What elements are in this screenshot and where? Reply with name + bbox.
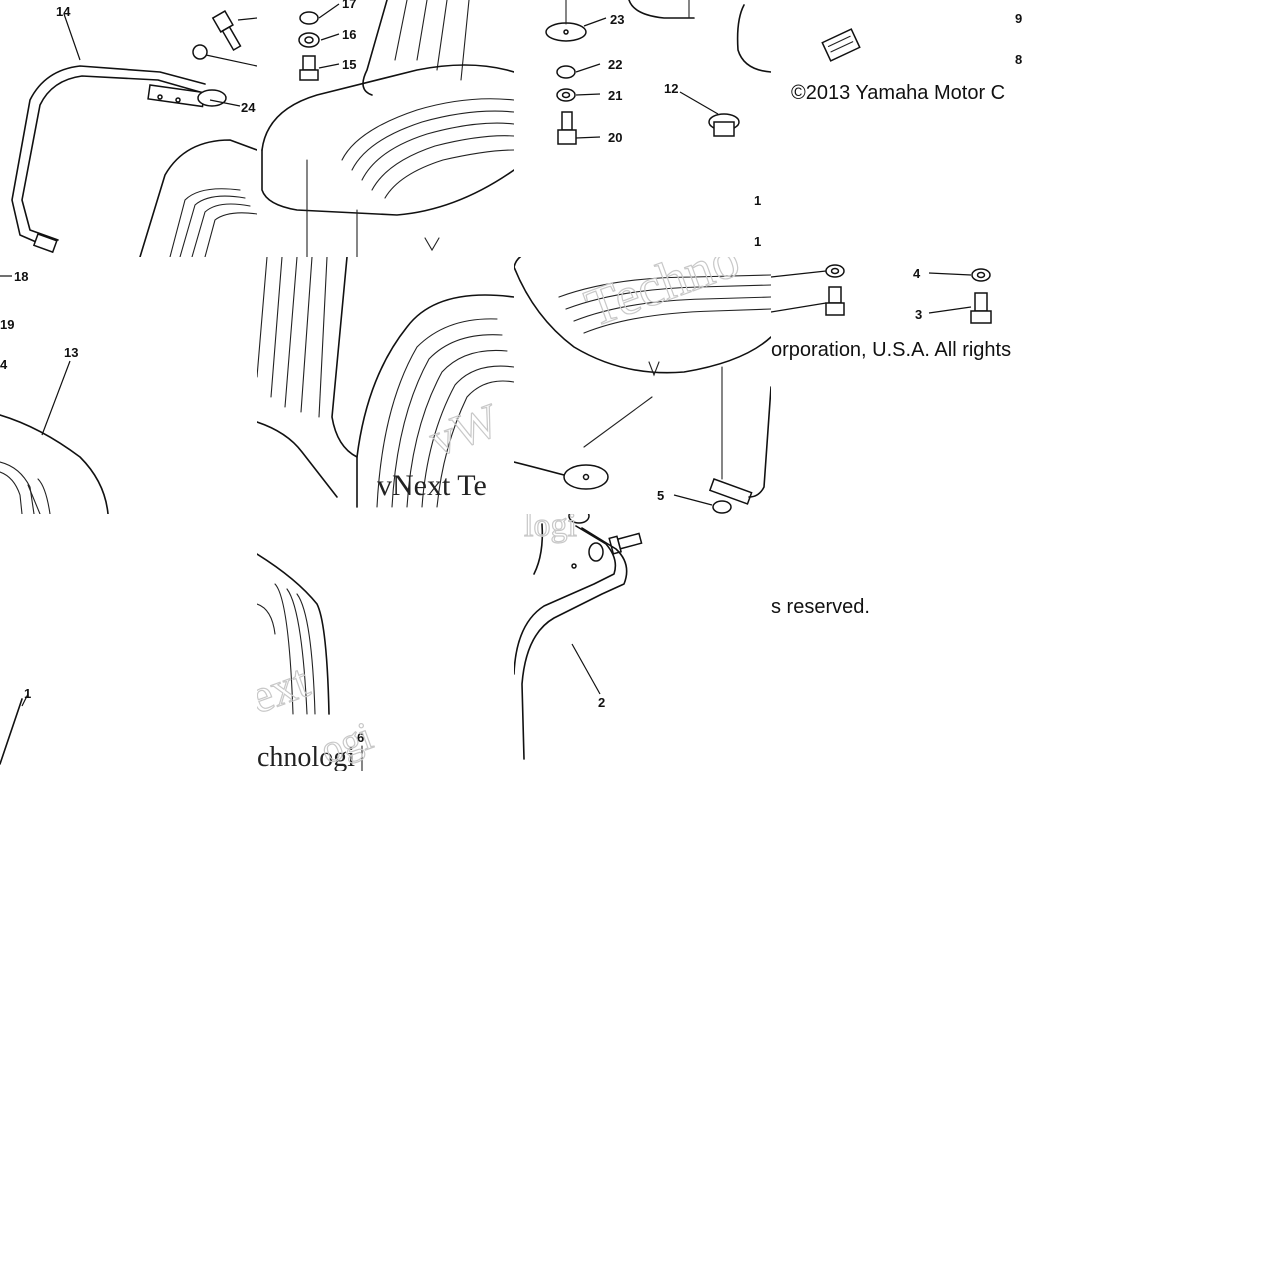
svg-text:vW: vW [423,394,507,468]
seat-back [362,0,388,96]
callout-17: 17 [342,0,356,11]
seat-back-13 [0,414,109,514]
plate-23 [545,22,587,42]
plate-part [563,464,609,490]
callout-20: 20 [608,130,622,145]
bolt-part-2 [608,532,643,555]
diagram-tile-g: 5 Techno [514,257,771,514]
callout-4a: 4 [0,357,8,372]
callout-5: 5 [657,488,664,503]
callout-18: 18 [14,269,28,284]
diagram-tile-h: 4 3 orporation, U.S.A. All rights [771,257,1028,514]
bolt-15 [299,55,319,81]
diagram-tile-f: vNext Te vW [257,257,514,514]
washer-21 [556,88,576,102]
watermark-ext: ext [257,654,316,724]
watermark-vnext: vNext Te [377,469,487,502]
callout-19: 19 [0,317,14,332]
bolt-11 [825,286,845,316]
svg-text:1: 1 [754,234,761,249]
seat-back-left [331,257,358,458]
nut-part [568,514,590,524]
seat-front [514,266,771,374]
watermark-chnologi: chnologi [257,742,355,771]
callout-13: 13 [64,345,78,360]
callout-4b: 4 [913,266,921,281]
clip-part [821,28,861,62]
copyright-text-2: orporation, U.S.A. All rights [771,339,1012,361]
diagram-tile-k: 2 logi [514,514,771,771]
callout-23: 23 [610,12,624,27]
diagram-tile-l: s reserved. [771,514,1028,771]
diagram-tile-e: 18 19 4 13 [0,257,257,514]
diagram-tile-a: 14 24 [0,0,257,257]
diagram-tile-c: 23 22 21 20 12 1 1 [514,0,771,257]
nut-22 [556,65,576,79]
svg-text:1: 1 [754,193,761,208]
grommet-12 [708,113,740,137]
grab-bar-14 [11,65,206,249]
diagram-tile-i: 1 [0,514,257,771]
diagram-tile-d: 9 8 11 10 ©2013 Yamaha Motor C [771,0,1028,257]
washer-10 [825,264,845,278]
callout-21: 21 [608,88,622,103]
callout-12: 12 [664,81,678,96]
callout-2: 2 [598,695,605,710]
diagram-tile-b: 17 16 15 [257,0,514,257]
watermark-logi: logi [524,514,577,544]
grab-bar-2 [514,525,617,675]
callout-16: 16 [342,27,356,42]
callout-8: 8 [1015,52,1022,67]
washer-part [588,542,604,562]
copyright-text-3: s reserved. [771,596,870,618]
nut-17 [299,11,319,25]
seat-outline [139,139,257,257]
callout-6: 6 [357,730,364,745]
washer-4 [971,268,991,282]
seat-cushion [261,64,514,151]
bolt-3 [970,292,992,324]
bolt-20 [557,111,577,145]
seat-back-lower [257,553,330,715]
bolt-part [211,10,242,52]
callout-1: 1 [24,686,31,701]
callout-14: 14 [56,4,71,19]
washer-5 [712,500,732,514]
diagram-tile-j: 6 ext chnologi ogi [257,514,514,771]
washer-16 [298,32,320,48]
callout-24: 24 [241,100,256,115]
seat-side [0,698,23,765]
copyright-text-1: ©2013 Yamaha Motor C [791,82,1006,104]
callout-9: 9 [1015,11,1022,26]
callout-15: 15 [342,57,356,72]
callout-22: 22 [608,57,622,72]
callout-3: 3 [915,307,922,322]
bar-bracket [147,84,206,108]
watermark-techno: Techno [578,257,747,338]
